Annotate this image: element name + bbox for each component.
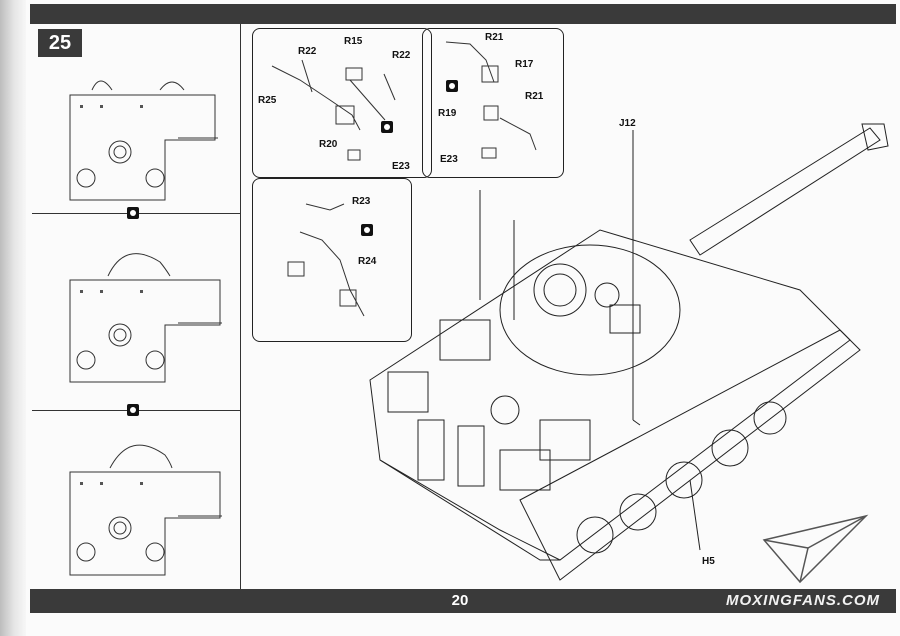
part-label: R22 xyxy=(392,50,411,61)
header-bar xyxy=(30,4,896,24)
part-label: R25 xyxy=(258,95,277,106)
cement-glue-icon xyxy=(127,207,139,219)
part-label: R15 xyxy=(344,36,363,47)
part-label: J12 xyxy=(619,118,636,129)
part-label: R17 xyxy=(515,59,534,70)
footer-bar xyxy=(30,589,896,613)
part-label: H5 xyxy=(702,556,715,567)
site-watermark: MOXINGFANS.COM xyxy=(726,592,881,609)
cement-glue-icon xyxy=(381,121,393,133)
part-label: R20 xyxy=(319,139,338,150)
cement-glue-icon xyxy=(361,224,373,236)
part-label: E23 xyxy=(392,161,410,172)
substep-column xyxy=(32,24,241,589)
binding-shadow xyxy=(0,0,26,636)
step-number-badge: 25 xyxy=(38,29,82,57)
part-label: R21 xyxy=(485,32,504,43)
callout-assembly-c xyxy=(252,178,412,342)
part-label: R21 xyxy=(525,91,544,102)
callout-assembly-a xyxy=(252,28,432,178)
part-label: E23 xyxy=(440,154,458,165)
part-label: R24 xyxy=(358,256,377,267)
part-label: R22 xyxy=(298,46,317,57)
cement-glue-icon xyxy=(446,80,458,92)
page-number: 20 xyxy=(451,592,469,609)
callout-assembly-b xyxy=(422,28,564,178)
cement-glue-icon xyxy=(127,404,139,416)
part-label: R19 xyxy=(438,108,457,119)
part-label: R23 xyxy=(352,196,371,207)
